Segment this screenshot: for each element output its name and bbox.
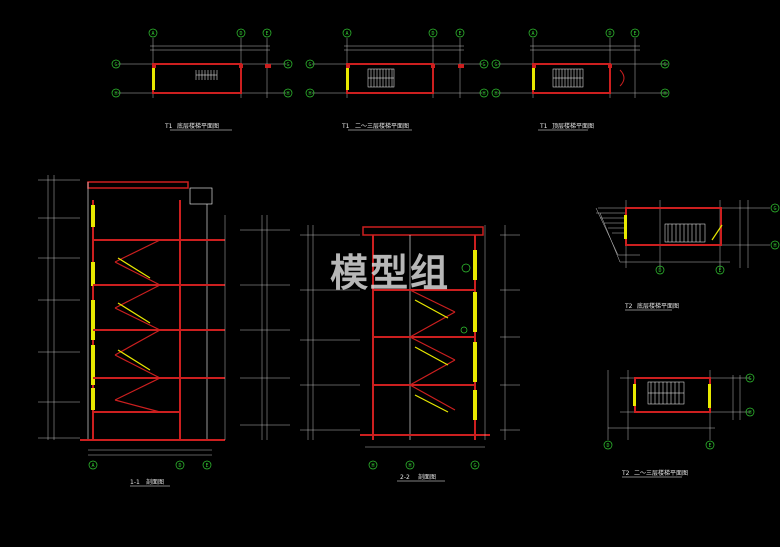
svg-text:G: G xyxy=(286,62,289,68)
svg-text:D: D xyxy=(178,463,181,469)
svg-text:A: A xyxy=(151,31,154,37)
plan-t1-middle-prefix: T1 xyxy=(341,123,350,130)
svg-text:E: E xyxy=(265,31,268,37)
plan-t1-ground-prefix: T1 xyxy=(164,123,173,130)
section-1-1: A D E 1-1 剖面图 xyxy=(38,175,290,487)
svg-text:E: E xyxy=(708,443,711,449)
section-1-1-prefix: 1-1 xyxy=(130,479,140,486)
svg-text:H: H xyxy=(371,463,374,469)
section-1-1-title: 剖面图 xyxy=(146,478,164,486)
plan-t2-middle-prefix: T2 xyxy=(621,470,630,477)
svg-text:D: D xyxy=(658,268,661,274)
section-2-2-prefix: 2-2 xyxy=(400,474,410,481)
plan-t2-ground-title: 底层楼梯平面图 xyxy=(637,302,679,310)
plan-t1-middle-title: 二～三层楼梯平面图 xyxy=(355,122,409,130)
svg-text:G: G xyxy=(773,206,776,212)
svg-text:H: H xyxy=(494,91,497,97)
section-2-2-title: 剖面图 xyxy=(418,473,436,481)
plan-t2-ground-prefix: T2 xyxy=(624,303,633,310)
plan-t1-ground-title: 底层楼梯平面图 xyxy=(177,122,219,130)
svg-text:H: H xyxy=(773,243,776,249)
svg-text:H: H xyxy=(482,91,485,97)
plan-t2-ground: G H D E T2 底层楼梯平面图 xyxy=(595,200,780,311)
svg-text:D: D xyxy=(239,31,242,37)
svg-text:H: H xyxy=(663,91,666,97)
svg-text:E: E xyxy=(633,31,636,37)
svg-text:H: H xyxy=(748,410,751,416)
svg-text:H: H xyxy=(308,91,311,97)
svg-text:G: G xyxy=(748,376,751,382)
svg-text:G: G xyxy=(663,62,666,68)
svg-text:H: H xyxy=(114,91,117,97)
svg-text:D: D xyxy=(606,443,609,449)
plan-t1-ground: A D E G H G H T1 底层楼梯平面图 xyxy=(111,28,293,131)
watermark-text: 模型组 xyxy=(330,251,450,295)
svg-text:G: G xyxy=(494,62,497,68)
svg-text:E: E xyxy=(458,31,461,37)
svg-text:G: G xyxy=(473,463,476,469)
section-2-2: H H G 2-2 剖面图 xyxy=(300,225,520,482)
svg-text:D: D xyxy=(608,31,611,37)
svg-text:E: E xyxy=(205,463,208,469)
svg-text:A: A xyxy=(345,31,348,37)
svg-text:H: H xyxy=(408,463,411,469)
svg-text:A: A xyxy=(91,463,94,469)
svg-text:H: H xyxy=(286,91,289,97)
svg-text:G: G xyxy=(114,62,117,68)
svg-text:E: E xyxy=(718,268,721,274)
svg-text:A: A xyxy=(531,31,534,37)
plan-t2-middle: G H D E T2 二～三层楼梯平面图 xyxy=(603,370,755,478)
svg-text:G: G xyxy=(482,62,485,68)
plan-t1-top: A D E G H G H T1 顶层楼梯平面图 xyxy=(491,28,670,131)
svg-text:D: D xyxy=(431,31,434,37)
plan-t2-middle-title: 二～三层楼梯平面图 xyxy=(634,469,688,477)
plan-t1-top-title: 顶层楼梯平面图 xyxy=(552,122,594,130)
plan-t1-middle: A D E G H G H T1 二～三层楼梯平面图 xyxy=(305,28,489,131)
svg-text:G: G xyxy=(308,62,311,68)
plan-t1-top-prefix: T1 xyxy=(539,123,548,130)
